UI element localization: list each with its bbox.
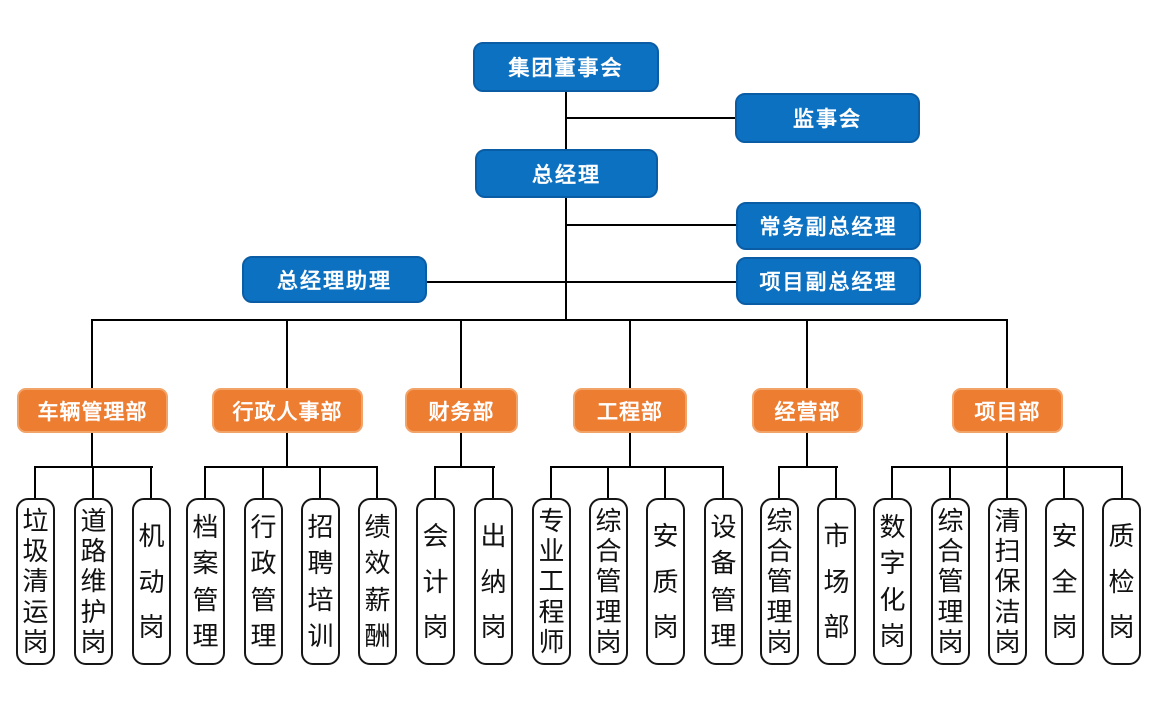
position-label: 垃圾清运岗 [22, 506, 49, 657]
position-label: 市场部 [823, 521, 850, 642]
position-box: 会计岗 [416, 498, 455, 665]
connector-line [91, 433, 93, 467]
connector-line [435, 466, 495, 468]
connector-line [778, 466, 780, 498]
position-box: 综合管理岗 [589, 498, 628, 665]
connector-line [1063, 466, 1065, 498]
position-box: 质检岗 [1102, 498, 1141, 665]
position-box: 招聘培训 [301, 498, 340, 665]
connector-line [1121, 466, 1123, 498]
connector-line [779, 466, 838, 468]
position-label: 安质岗 [652, 521, 679, 642]
node-board-of-directors: 集团董事会 [473, 42, 659, 92]
connector-line [551, 466, 724, 468]
connector-line [629, 319, 631, 388]
position-label: 行政管理 [250, 512, 277, 651]
position-label: 综合管理岗 [937, 506, 964, 657]
connector-line [35, 466, 153, 468]
connector-line [565, 224, 736, 226]
connector-line [286, 433, 288, 467]
connector-line [492, 466, 494, 498]
connector-line [1006, 433, 1008, 467]
position-box: 专业工程师 [532, 498, 571, 665]
position-label: 档案管理 [192, 512, 219, 651]
connector-line [92, 319, 1008, 321]
connector-line [91, 319, 93, 388]
position-box: 市场部 [817, 498, 856, 665]
position-label: 绩效薪酬 [364, 512, 391, 651]
position-label: 设备管理 [710, 512, 737, 651]
position-box: 道路维护岗 [74, 498, 113, 665]
position-box: 垃圾清运岗 [16, 498, 55, 665]
dept-engineering: 工程部 [573, 388, 687, 433]
position-box: 清扫保洁岗 [988, 498, 1027, 665]
position-label: 清扫保洁岗 [994, 506, 1021, 657]
connector-line [664, 466, 666, 498]
connector-line [949, 466, 951, 498]
position-label: 综合管理岗 [766, 506, 793, 657]
position-label: 招聘培训 [307, 512, 334, 651]
position-box: 综合管理岗 [931, 498, 970, 665]
connector-line [1006, 466, 1008, 498]
position-label: 数字化岗 [879, 512, 906, 651]
connector-line [150, 466, 152, 498]
node-gm-assistant: 总经理助理 [242, 256, 427, 303]
connector-line [460, 433, 462, 467]
position-label: 综合管理岗 [595, 506, 622, 657]
position-box: 综合管理岗 [760, 498, 799, 665]
connector-line [376, 466, 378, 498]
connector-line [262, 466, 264, 498]
position-label: 专业工程师 [538, 506, 565, 657]
connector-line [34, 466, 36, 498]
position-box: 安全岗 [1045, 498, 1084, 665]
dept-project: 项目部 [952, 388, 1063, 433]
position-box: 行政管理 [244, 498, 283, 665]
position-label: 道路维护岗 [80, 506, 107, 657]
connector-line [427, 281, 736, 283]
connector-line [806, 433, 808, 467]
position-label: 质检岗 [1108, 521, 1135, 642]
position-box: 档案管理 [186, 498, 225, 665]
position-box: 绩效薪酬 [358, 498, 397, 665]
dept-admin-hr: 行政人事部 [212, 388, 363, 433]
connector-line [565, 117, 735, 119]
dept-finance: 财务部 [405, 388, 518, 433]
connector-line [92, 466, 94, 498]
connector-line [891, 466, 893, 498]
node-general-manager: 总经理 [475, 149, 658, 198]
position-label: 安全岗 [1051, 521, 1078, 642]
connector-line [205, 466, 378, 468]
connector-line [204, 466, 206, 498]
position-label: 机动岗 [138, 521, 165, 642]
dept-operations: 经营部 [752, 388, 863, 433]
position-box: 出纳岗 [474, 498, 513, 665]
node-project-deputy-gm: 项目副总经理 [736, 257, 921, 305]
node-executive-deputy-gm: 常务副总经理 [736, 202, 921, 250]
position-box: 设备管理 [704, 498, 743, 665]
connector-line [286, 319, 288, 388]
position-box: 机动岗 [132, 498, 171, 665]
position-box: 安质岗 [646, 498, 685, 665]
connector-line [434, 466, 436, 498]
dept-vehicle-management: 车辆管理部 [17, 388, 168, 433]
connector-line [806, 319, 808, 388]
connector-line [607, 466, 609, 498]
position-box: 数字化岗 [873, 498, 912, 665]
connector-line [722, 466, 724, 498]
node-supervisory-board: 监事会 [735, 93, 920, 143]
connector-line [565, 198, 567, 320]
connector-line [460, 319, 462, 388]
connector-line [550, 466, 552, 498]
connector-line [319, 466, 321, 498]
connector-line [565, 92, 567, 149]
connector-line [1006, 319, 1008, 388]
position-label: 出纳岗 [480, 521, 507, 642]
connector-line [629, 433, 631, 467]
position-label: 会计岗 [422, 521, 449, 642]
connector-line [835, 466, 837, 498]
